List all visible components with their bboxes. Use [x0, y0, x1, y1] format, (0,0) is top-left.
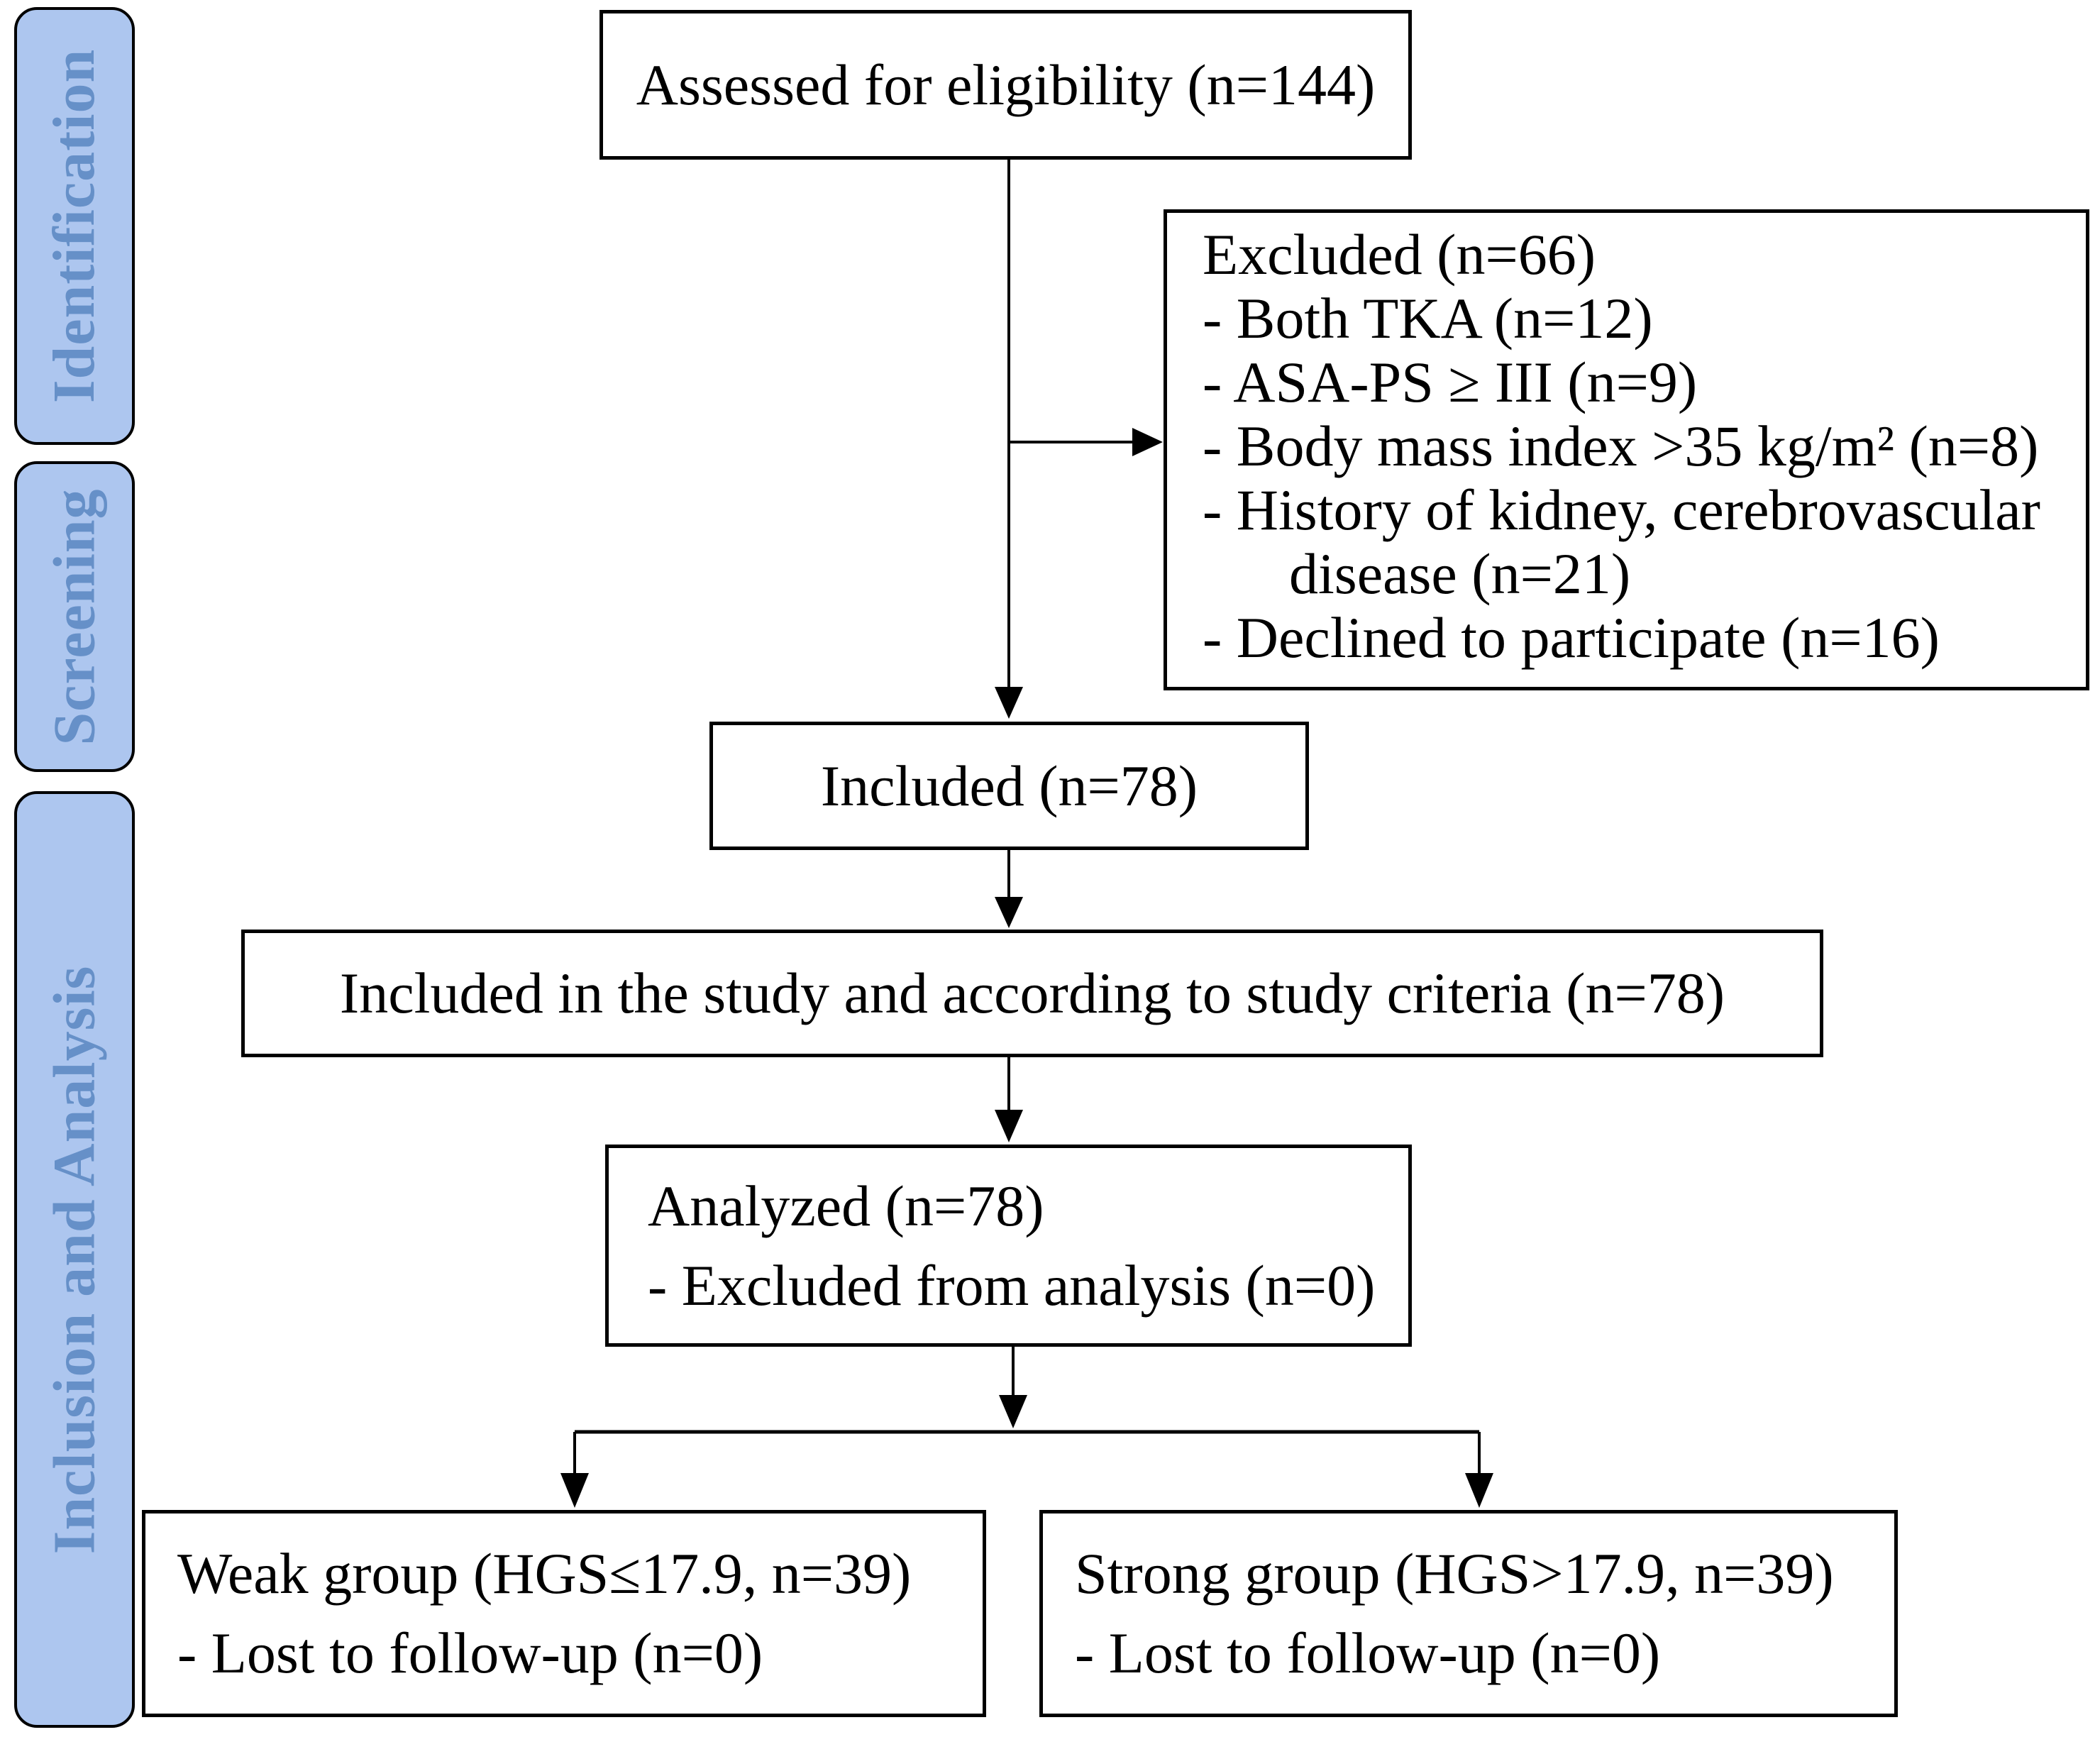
included-box: Included (n=78)	[709, 722, 1309, 850]
assessed-eligibility-label: Assessed for eligibility (n=144)	[636, 52, 1376, 117]
stage-screening-label: Screening	[41, 487, 108, 746]
strong-group-box: Strong group (HGS>17.9, n=39) - Lost to …	[1039, 1510, 1898, 1717]
arrowhead-into-excluded	[1132, 428, 1163, 456]
excluded-item-history-cont: disease (n=21)	[1289, 541, 1631, 606]
excluded-item-declined: - Declined to participate (n=16)	[1203, 605, 1940, 670]
excluded-item-history: - History of kidney, cerebrovascular	[1203, 478, 2040, 542]
stage-inclusion-and-analysis: Inclusion and Analysis	[14, 791, 135, 1728]
arrowhead-into-analyzed	[995, 1110, 1023, 1142]
weak-group-title: Weak group (HGS≤17.9, n=39)	[177, 1541, 912, 1606]
stage-identification-label: Identification	[41, 48, 108, 404]
weak-group-lost-to-followup: - Lost to follow-up (n=0)	[177, 1621, 763, 1685]
weak-group-box: Weak group (HGS≤17.9, n=39) - Lost to fo…	[142, 1510, 986, 1717]
analyzed-title: Analyzed (n=78)	[648, 1173, 1044, 1238]
arrowhead-into-study	[995, 897, 1023, 928]
stage-identification: Identification	[14, 7, 135, 445]
strong-group-title: Strong group (HGS>17.9, n=39)	[1075, 1541, 1834, 1606]
assessed-eligibility-box: Assessed for eligibility (n=144)	[599, 10, 1412, 160]
arrowhead-into-weak	[560, 1473, 589, 1508]
stage-screening: Screening	[14, 461, 135, 772]
excluded-item-asa-ps: - ASA-PS ≥ III (n=9)	[1203, 350, 1698, 414]
excluded-item-both-tka: - Both TKA (n=12)	[1203, 286, 1653, 351]
strong-group-lost-to-followup: - Lost to follow-up (n=0)	[1075, 1621, 1661, 1685]
arrowhead-into-included	[995, 687, 1023, 719]
included-label: Included (n=78)	[820, 753, 1198, 818]
arrowhead-into-split	[999, 1395, 1027, 1428]
excluded-box: Excluded (n=66) - Both TKA (n=12) - ASA-…	[1164, 209, 2089, 690]
analyzed-excluded-from-analysis: - Excluded from analysis (n=0)	[648, 1252, 1376, 1318]
included-in-study-box: Included in the study and according to s…	[241, 930, 1823, 1057]
excluded-item-bmi: - Body mass index >35 kg/m² (n=8)	[1203, 414, 2039, 478]
arrowhead-into-strong	[1465, 1473, 1493, 1508]
included-in-study-label: Included in the study and according to s…	[339, 961, 1725, 1025]
stage-inclusion-and-analysis-label: Inclusion and Analysis	[41, 965, 108, 1554]
analyzed-box: Analyzed (n=78) - Excluded from analysis…	[605, 1145, 1412, 1347]
excluded-title: Excluded (n=66)	[1203, 222, 1596, 287]
